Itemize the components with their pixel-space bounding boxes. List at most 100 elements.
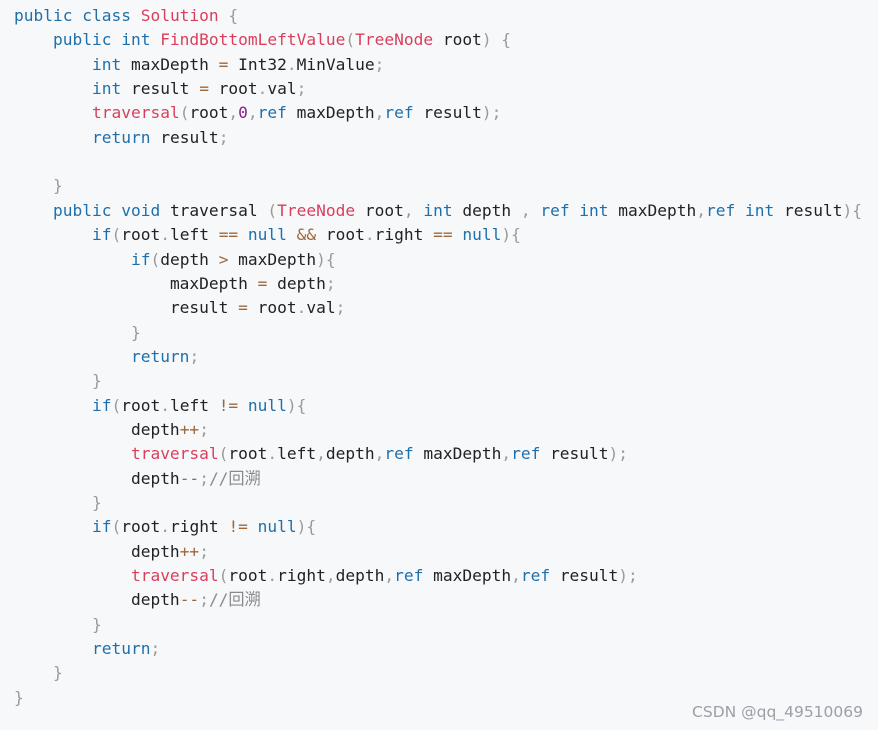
code-token: ){ — [501, 225, 521, 245]
code-token: root — [121, 225, 161, 245]
code-token: ( — [150, 249, 161, 269]
code-token: == — [218, 225, 239, 245]
code-token: = — [238, 298, 248, 318]
code-token: ) { — [481, 30, 512, 50]
code-token — [14, 566, 131, 585]
code-token: depth — [130, 541, 180, 561]
code-line: return; — [14, 637, 160, 661]
code-line: return; — [14, 345, 199, 369]
code-token: root — [316, 225, 365, 245]
code-token: 0 — [238, 103, 248, 123]
code-token: int — [91, 54, 131, 74]
code-token: val — [306, 298, 336, 318]
code-token: } — [14, 687, 24, 707]
code-token: = — [218, 54, 229, 74]
code-token: traversal — [130, 444, 219, 464]
code-token — [14, 639, 92, 658]
code-token: if — [130, 249, 151, 269]
code-token — [14, 250, 131, 269]
code-token — [14, 176, 53, 195]
code-token: null — [238, 395, 287, 415]
code-line: } — [14, 491, 102, 515]
code-token: ; — [189, 346, 200, 366]
code-token: } — [91, 614, 102, 634]
code-token: return — [91, 639, 151, 659]
code-token: left — [169, 395, 219, 415]
code-token: , — [228, 103, 239, 123]
code-line: } — [14, 613, 102, 637]
code-token: , — [403, 200, 424, 220]
code-line: if(root.left != null){ — [14, 394, 306, 418]
code-line: } — [14, 174, 63, 198]
code-token: ( — [111, 225, 122, 245]
code-token: public void — [52, 200, 170, 220]
code-token: depth — [160, 249, 219, 269]
code-token: maxDepth — [423, 444, 502, 464]
code-line: int result = root.val; — [14, 77, 306, 101]
code-token: if — [91, 225, 112, 245]
code-token: . — [160, 225, 170, 245]
code-line: traversal(root.left,depth,ref maxDepth,r… — [14, 442, 628, 466]
code-token: TreeNode — [355, 30, 434, 50]
code-token: depth — [462, 200, 521, 220]
code-line: public int FindBottomLeftValue(TreeNode … — [14, 28, 511, 52]
code-token: maxDepth — [433, 566, 512, 586]
code-token — [14, 615, 92, 634]
code-line: result = root.val; — [14, 296, 345, 320]
code-token: , — [374, 444, 385, 464]
code-token: . — [267, 444, 278, 464]
code-token: ref int — [540, 200, 619, 220]
code-token: . — [160, 517, 170, 537]
code-token — [14, 298, 170, 317]
code-token — [14, 128, 92, 147]
code-token: ; — [374, 54, 385, 74]
code-token: } — [91, 371, 102, 391]
code-token: = — [257, 273, 268, 293]
code-token: ); — [608, 444, 629, 464]
code-token — [14, 55, 92, 74]
code-token: . — [364, 225, 375, 245]
code-token: ref — [257, 103, 297, 123]
code-token: //回溯 — [208, 590, 261, 610]
code-token: ; — [150, 639, 161, 659]
code-line: } — [14, 321, 141, 345]
code-line: depth--;//回溯 — [14, 467, 261, 491]
code-line: traversal(root.right,depth,ref maxDepth,… — [14, 564, 638, 588]
code-line: maxDepth = depth; — [14, 272, 336, 296]
code-token: maxDepth — [296, 103, 375, 123]
code-token: if — [91, 395, 112, 415]
code-token — [14, 225, 92, 244]
code-token: root — [247, 298, 297, 318]
code-line: public void traversal (TreeNode root, in… — [14, 199, 862, 223]
code-token: ref — [384, 103, 424, 123]
code-token: ( — [267, 200, 278, 220]
code-token: ; — [199, 590, 209, 610]
code-token: } — [52, 176, 63, 196]
code-token: root — [355, 200, 404, 220]
code-token: ; — [335, 298, 346, 318]
code-token: null — [452, 225, 502, 245]
code-token: maxDepth — [618, 200, 697, 220]
code-line: return result; — [14, 126, 228, 150]
code-token: TreeNode — [277, 200, 356, 220]
code-token: ref int — [706, 200, 784, 220]
code-token: null — [247, 517, 297, 537]
code-token: , — [374, 103, 385, 123]
code-line: depth--;//回溯 — [14, 588, 261, 612]
code-token — [14, 590, 131, 609]
code-token: int — [91, 79, 131, 99]
code-token: ++ — [179, 419, 200, 439]
code-token: , — [247, 103, 258, 123]
code-line: traversal(root,0,ref maxDepth,ref result… — [14, 101, 501, 125]
code-token: public class — [14, 6, 141, 25]
code-line: depth++; — [14, 418, 209, 442]
code-token: ( — [111, 395, 122, 415]
code-line: public class Solution { — [14, 4, 238, 28]
code-token: public int — [52, 30, 161, 50]
code-token: && — [296, 225, 317, 245]
code-token: traversal — [130, 566, 219, 586]
code-token: ( — [111, 517, 122, 537]
code-token: = — [199, 79, 209, 99]
code-line: if(root.left == null && root.right == nu… — [14, 223, 521, 247]
